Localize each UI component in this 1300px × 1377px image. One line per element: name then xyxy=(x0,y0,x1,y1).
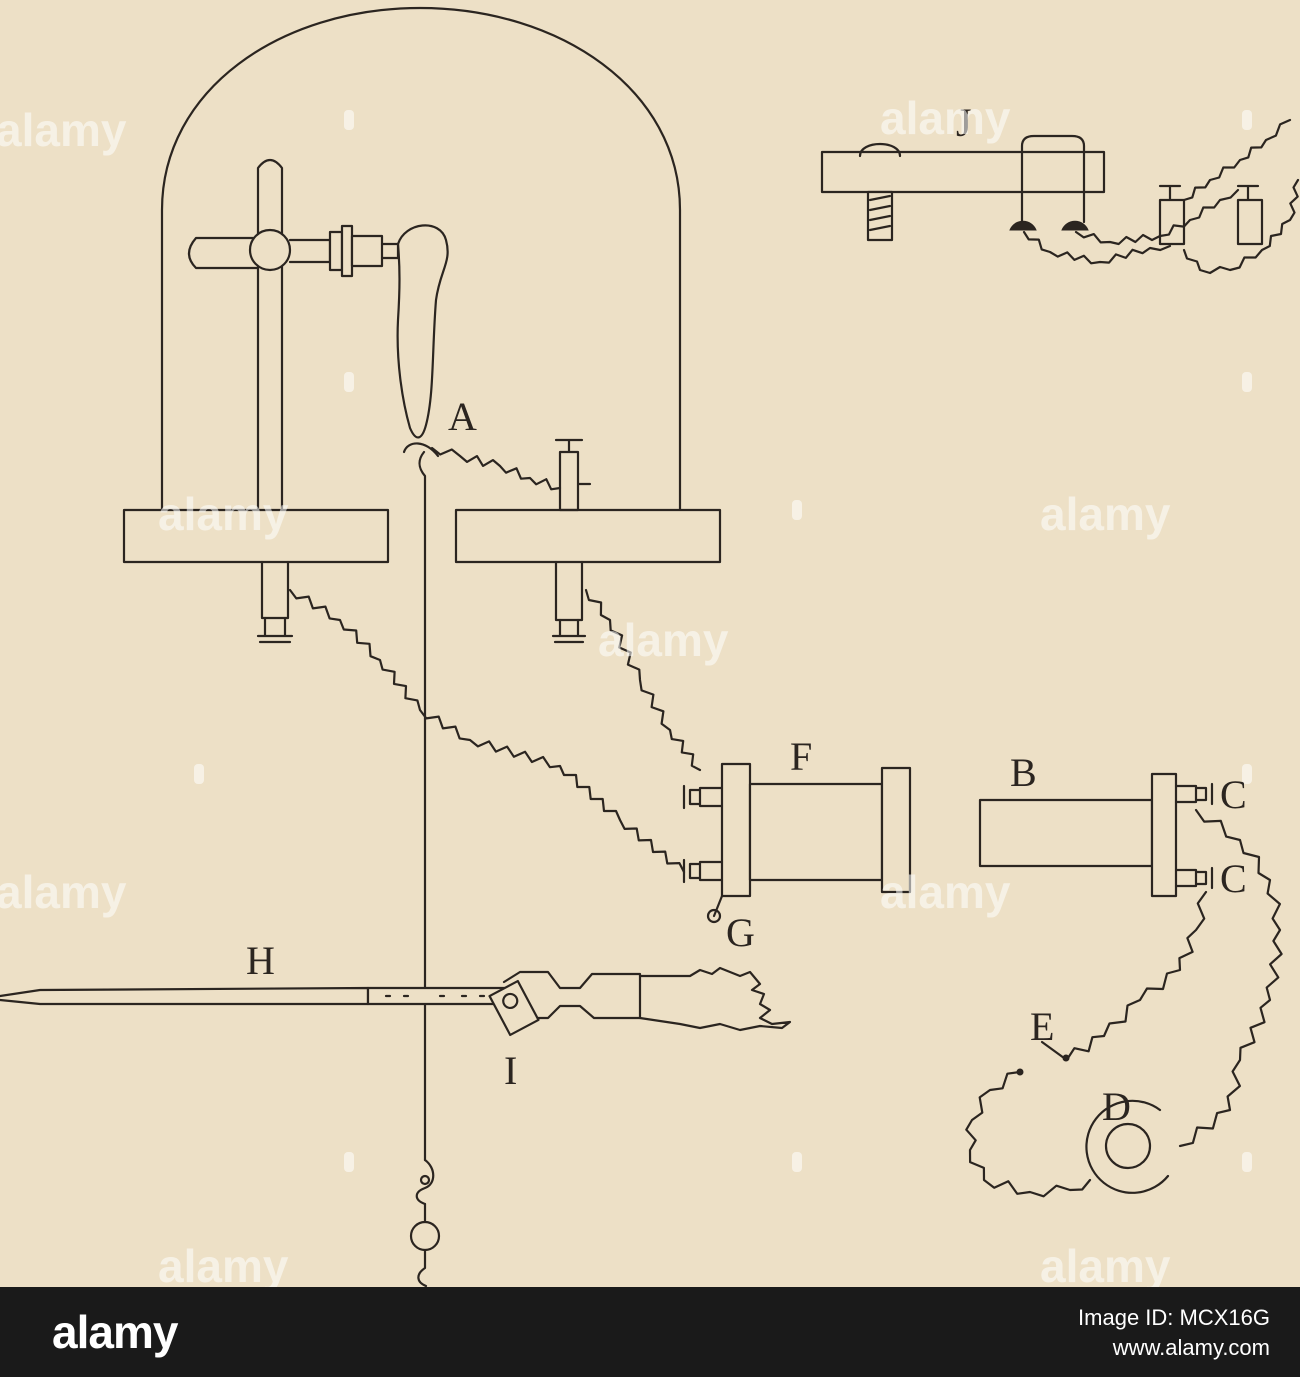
label-h: H xyxy=(246,938,275,983)
terminal-post-top xyxy=(554,438,592,512)
watermark: alamy xyxy=(880,866,1011,918)
inset-j-bar xyxy=(820,150,1106,194)
inset-j-electrode-right xyxy=(1061,220,1089,231)
coil-b-endplate xyxy=(1150,772,1178,898)
wire-c-to-battery xyxy=(1178,808,1283,1148)
watermark-layer: alamy alamy alamy alamy alamy alamy alam… xyxy=(0,92,1252,1287)
wire-key-to-battery xyxy=(965,1070,1092,1198)
site-url: www.alamy.com xyxy=(1112,1335,1270,1360)
clamp-ball xyxy=(248,228,292,272)
base-plate-left xyxy=(122,508,390,564)
coil-b-post-lower xyxy=(1174,866,1214,890)
inset-j-wire-4 xyxy=(1182,178,1300,275)
image-id: Image ID: MCX16G xyxy=(1078,1305,1270,1330)
clamp-arm-left xyxy=(187,236,260,270)
inset-j-screw-head xyxy=(858,143,902,158)
label-c-lower: C xyxy=(1220,856,1247,901)
muscle-specimen xyxy=(396,224,449,439)
inset-j-terminal-1 xyxy=(1158,184,1186,246)
stand-screw xyxy=(256,616,294,644)
wire-terminal-to-coil xyxy=(584,588,702,772)
label-b: B xyxy=(1010,750,1037,795)
hook-eye xyxy=(419,1174,431,1186)
hook-upper xyxy=(415,1158,435,1206)
terminal-screw-bottom xyxy=(551,618,587,644)
clamp-collar xyxy=(340,224,354,278)
clamp-arm-right xyxy=(288,238,332,264)
watermark: alamy xyxy=(158,488,289,540)
watermark: alamy xyxy=(598,614,729,666)
watermark: alamy xyxy=(1040,1240,1171,1287)
coil-b-post-upper xyxy=(1174,782,1214,806)
watermark: alamy xyxy=(1040,488,1171,540)
watermark: alamy xyxy=(880,92,1011,144)
apparatus-diagram: A F B C C G H I E D J alamy alamy alamy … xyxy=(0,6,1300,1287)
coil-f-endplate-right xyxy=(880,766,912,894)
watermark: alamy xyxy=(158,1240,289,1287)
inset-j-wire-1 xyxy=(1022,230,1172,265)
label-e: E xyxy=(1030,1004,1054,1049)
key-e-pivot xyxy=(1016,1068,1024,1076)
alamy-logo: alamy xyxy=(52,1306,178,1358)
terminal-post-bottom xyxy=(554,560,584,622)
inset-j-electrode-left xyxy=(1009,220,1037,231)
label-g: G xyxy=(726,910,755,955)
coil-b-body xyxy=(978,798,1154,868)
muscle-tendon xyxy=(402,442,440,458)
stand-rod xyxy=(256,158,284,512)
stock-footer: alamy Image ID: MCX16G www.alamy.com xyxy=(0,1287,1300,1377)
wire-a xyxy=(430,446,562,491)
image-meta: Image ID: MCX16G www.alamy.com xyxy=(1078,1303,1270,1363)
inset-j-wire-2 xyxy=(1074,188,1240,246)
label-i: I xyxy=(504,1048,517,1093)
key-e-contact xyxy=(1062,1054,1070,1062)
coil-f-body xyxy=(748,782,884,882)
label-j: J xyxy=(956,100,972,145)
thread xyxy=(418,450,427,1162)
wire-c-to-key xyxy=(1066,890,1208,1060)
inset-j-terminal-2 xyxy=(1236,184,1264,246)
stand-rod-lower xyxy=(260,560,290,620)
coil-f-post-upper xyxy=(682,784,724,810)
label-a: A xyxy=(448,394,477,439)
hook-g xyxy=(706,894,724,924)
lever-h xyxy=(0,986,370,1006)
watermark: alamy xyxy=(0,104,127,156)
base-plate-right xyxy=(454,508,722,564)
lever-support xyxy=(502,970,642,1020)
coil-f-post-lower xyxy=(682,858,724,884)
weight xyxy=(409,1220,441,1252)
inset-j-wire-3 xyxy=(1182,118,1292,202)
battery-d-inner xyxy=(1104,1122,1152,1170)
bell-jar xyxy=(160,6,682,512)
key-e-lever xyxy=(1040,1040,1066,1060)
lever-stand xyxy=(638,966,792,1032)
clamp-block xyxy=(350,234,384,268)
clamp-hook xyxy=(380,242,400,260)
inset-j-thread xyxy=(868,194,892,232)
label-f: F xyxy=(790,734,812,779)
inset-j-loop xyxy=(1020,134,1086,224)
watermark: alamy xyxy=(0,866,127,918)
battery-d-outer xyxy=(1085,1099,1170,1194)
clamp-i xyxy=(488,979,540,1037)
clamp-screw xyxy=(328,230,344,272)
label-d: D xyxy=(1102,1084,1131,1129)
coil-f-endplate-left xyxy=(720,762,752,898)
weight-hook xyxy=(417,1202,428,1287)
wire-stand-to-coil xyxy=(288,588,686,874)
